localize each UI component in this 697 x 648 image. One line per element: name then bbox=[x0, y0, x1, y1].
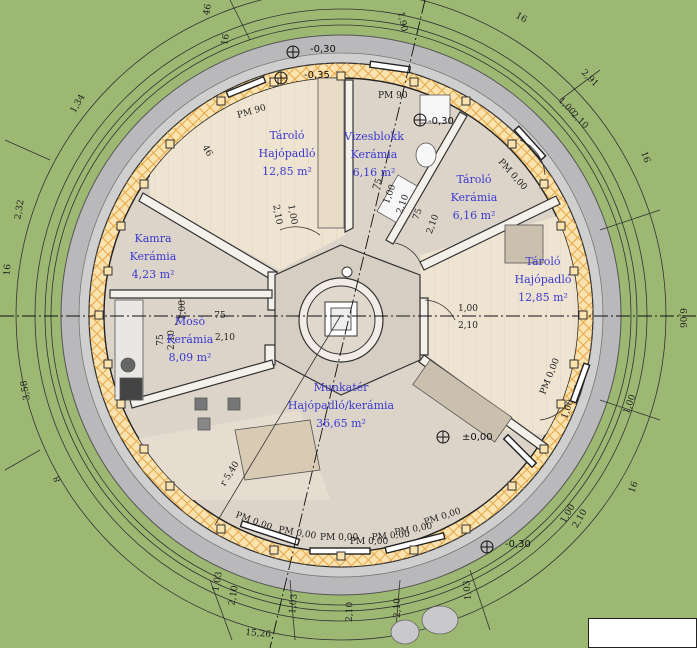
dimension-label: 1,00 bbox=[458, 304, 478, 314]
room-floor: Hajópadló bbox=[259, 147, 316, 160]
room-floors bbox=[130, 78, 578, 500]
dimension-label: 1,03 bbox=[288, 593, 300, 614]
dimension-label: 1,90 bbox=[395, 11, 408, 33]
pm-label: PM 90 bbox=[378, 91, 408, 101]
dimension-circles bbox=[15, 0, 667, 641]
dimension-label: 1,00 bbox=[178, 300, 188, 320]
dimension-label: 2,10 bbox=[215, 333, 235, 343]
pm-label: PM 0,00 bbox=[371, 530, 410, 543]
room-area: 8,09 m² bbox=[169, 351, 212, 364]
room-floor: Kerámia bbox=[451, 191, 498, 204]
stepping-stones bbox=[390, 605, 459, 645]
room-name: Mosó bbox=[175, 315, 206, 328]
dimension-ticks bbox=[4, 0, 661, 641]
room-name: Kamra bbox=[134, 232, 171, 245]
room-floor: Hajópadló/kerámia bbox=[288, 399, 395, 412]
dimension-label: 2,10 bbox=[270, 204, 283, 226]
dimension-label: 46 bbox=[202, 3, 214, 16]
room-area: 12,85 m² bbox=[518, 291, 568, 304]
dimension-label: 16 bbox=[220, 33, 232, 46]
dimension-label: 1,03 bbox=[462, 579, 474, 600]
room-name: Tároló bbox=[269, 129, 304, 142]
dimension-label: 2,10 bbox=[227, 585, 240, 607]
dimension-label: 2,10 bbox=[345, 601, 356, 622]
dimension-label: 75 bbox=[411, 207, 424, 221]
pm-label: PM 0,00 bbox=[350, 537, 388, 547]
dimension-label: 2,10 bbox=[393, 598, 403, 618]
central-stove bbox=[274, 244, 421, 396]
wall-posts bbox=[94, 71, 588, 561]
title-block bbox=[588, 618, 697, 648]
room-floor: Kerámia bbox=[167, 333, 214, 346]
room-name: Tároló bbox=[525, 255, 560, 268]
dimension-label: 16 bbox=[638, 150, 651, 164]
level-bath: -0,30 bbox=[428, 116, 454, 127]
room-labels: Tároló Hajópadló 12,85 m² Vizesblokk Ker… bbox=[130, 129, 572, 430]
level-top: -0,30 bbox=[310, 44, 336, 55]
room-area: 6,16 m² bbox=[353, 166, 396, 179]
dimension-label: 15,26 bbox=[245, 628, 272, 640]
door-swings bbox=[174, 139, 576, 421]
level-floor: ±0,00 bbox=[462, 432, 493, 443]
dimension-label: 1,03 bbox=[211, 571, 224, 593]
dimension-label: 16 bbox=[3, 263, 14, 276]
dimension-label: 16 bbox=[627, 480, 640, 494]
room-floor: Hajópadló bbox=[515, 273, 572, 286]
room-area: 12,85 m² bbox=[262, 165, 312, 178]
dimension-label: 1,00 bbox=[285, 204, 298, 226]
level-top-inner: -0,35 bbox=[304, 70, 330, 81]
dimension-label: 75 bbox=[214, 311, 226, 321]
furniture bbox=[114, 77, 544, 481]
dimension-label: 8 bbox=[52, 474, 63, 483]
room-floor: Kerámia bbox=[130, 250, 177, 263]
level-bottom: -0,30 bbox=[505, 539, 531, 550]
room-floor: Kerámia bbox=[351, 148, 398, 161]
dimension-label: 6,06 bbox=[677, 308, 687, 328]
room-name: Vizesblokk bbox=[343, 130, 404, 143]
level-markers bbox=[274, 45, 494, 554]
room-area: 4,23 m² bbox=[132, 268, 175, 281]
dimension-label: 75 bbox=[371, 177, 384, 191]
windows bbox=[225, 60, 591, 555]
room-name: Tároló bbox=[456, 173, 491, 186]
dimension-label: 2,10 bbox=[458, 321, 478, 331]
room-area: 6,16 m² bbox=[453, 209, 496, 222]
dimension-label: 3,58 bbox=[19, 379, 32, 401]
room-name: Munkatér bbox=[314, 381, 370, 394]
room-area: 36,65 m² bbox=[316, 417, 366, 430]
dimension-label: 2,32 bbox=[13, 199, 26, 220]
dimension-label: 2,10 bbox=[167, 330, 177, 350]
pm-label: PM 0,00 bbox=[320, 533, 358, 543]
dimension-label: 75 bbox=[156, 334, 166, 346]
